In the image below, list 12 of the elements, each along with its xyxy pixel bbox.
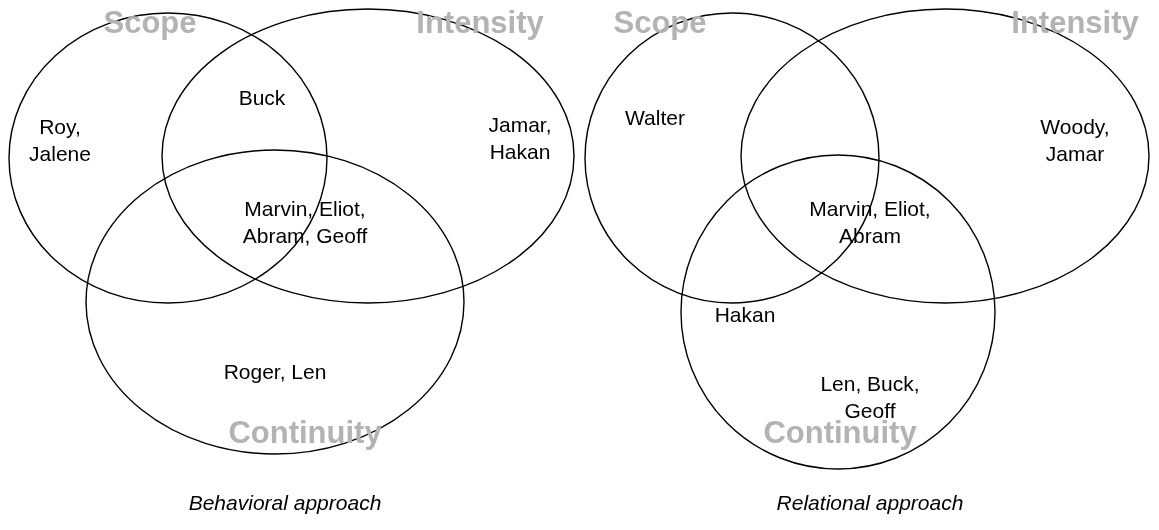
panel-caption: Behavioral approach — [188, 490, 382, 517]
member-names: Hakan — [713, 302, 777, 329]
set-title: Scope — [103, 6, 197, 38]
member-names: Walter — [624, 105, 686, 132]
set-title: Intensity — [1011, 6, 1139, 38]
member-names: Woody, Jamar — [1039, 113, 1111, 167]
panel-caption: Relational approach — [776, 490, 964, 517]
set-title: Continuity — [228, 416, 382, 448]
member-names: Roy, Jalene — [28, 113, 92, 167]
member-names: Buck — [237, 85, 287, 112]
member-names: Jamar, Hakan — [487, 111, 553, 165]
member-names: Roger, Len — [222, 359, 328, 386]
